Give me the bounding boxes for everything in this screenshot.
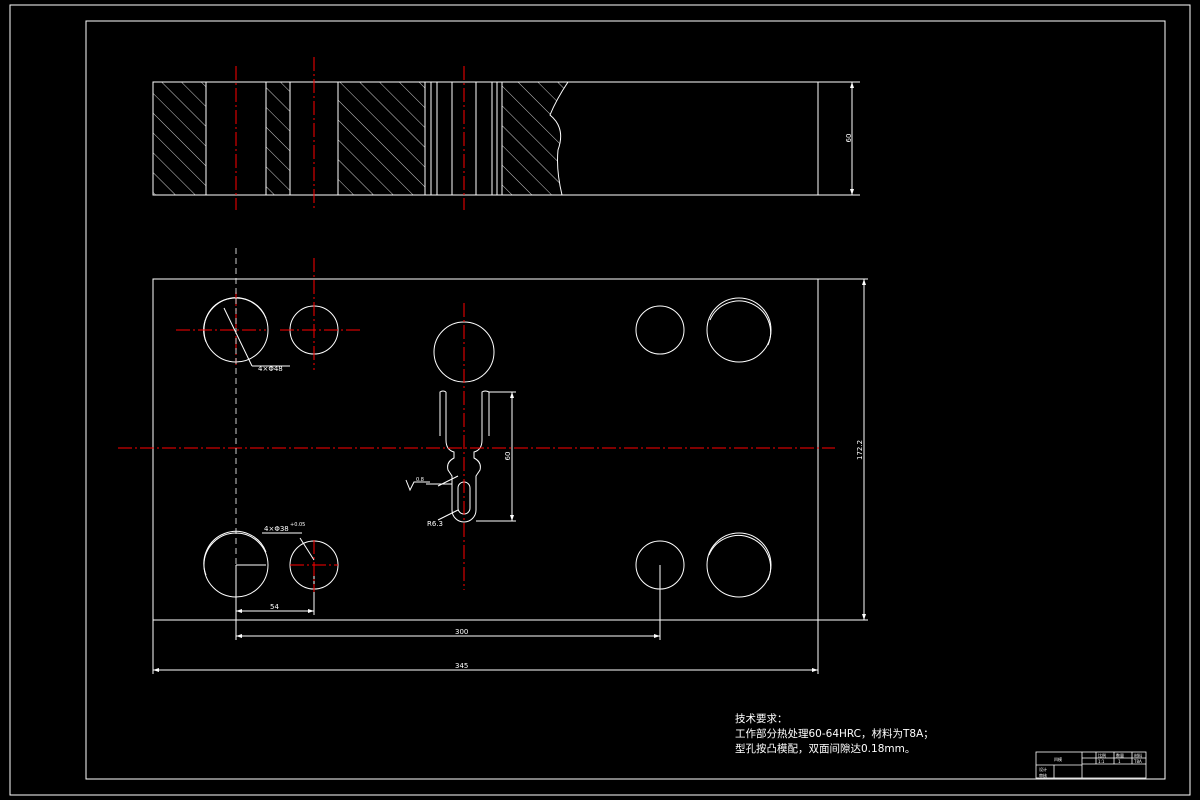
tech-req-title: 技术要求： [735,713,788,725]
break-line [549,81,569,196]
section-view [152,81,860,196]
surface-roughness: 0.8 [416,477,424,483]
inner-frame [85,20,1166,780]
plan-centerlines [118,258,835,592]
title-block-value-qty: 1 [1118,759,1121,764]
slot-profile [445,390,490,523]
hatch-region-1 [153,82,206,195]
hole-note-large: 4×Φ48 [258,365,283,373]
hole-tolerance: +0.05 [290,522,305,528]
title-block-check: 审核 [1039,772,1047,778]
title-block-value-material: T8A [1133,759,1142,764]
dim-overall-length: 345 [455,662,468,670]
section-centerlines [235,57,465,210]
title-block-header-scale: 比例 [1098,752,1106,758]
dim-hole-spacing-small: 54 [270,603,279,611]
dim-hole-spacing-large: 300 [455,628,468,636]
dim-height: 172.2 [856,440,864,460]
large-hole-bottom-right [706,532,772,598]
technical-requirements: 技术要求： 工作部分热处理60-64HRC，材料为T8A； 型孔按凸模配，双面间… [735,712,934,757]
dim-thickness: 60 [845,134,853,143]
outer-frame [9,4,1191,796]
plan-view [152,278,868,674]
tech-req-line-1: 工作部分热处理60-64HRC，材料为T8A； [735,728,934,740]
title-block-design: 设计 [1039,766,1047,772]
hole-note-small: 4×Φ38 [264,525,289,533]
section-outline [152,81,568,196]
roughness-symbol [405,479,430,492]
dim-slot-radius: R6.3 [427,520,443,528]
large-hole-top-right [706,297,772,363]
title-block-header-qty: 数量 [1116,752,1124,758]
dim-slot-length: 60 [504,452,512,461]
hatch-region-2 [266,82,290,195]
title-block-drawing: 凹模 [1054,756,1062,762]
title-block-value-scale: 1:1 [1098,759,1105,764]
title-block [1035,751,1147,779]
title-block-header-material: 材料 [1134,752,1142,758]
hatch-region-3 [338,82,425,195]
small-hole-top-right [635,305,685,355]
tech-req-line-2: 型孔按凸模配，双面间隙达0.18mm。 [735,743,916,755]
